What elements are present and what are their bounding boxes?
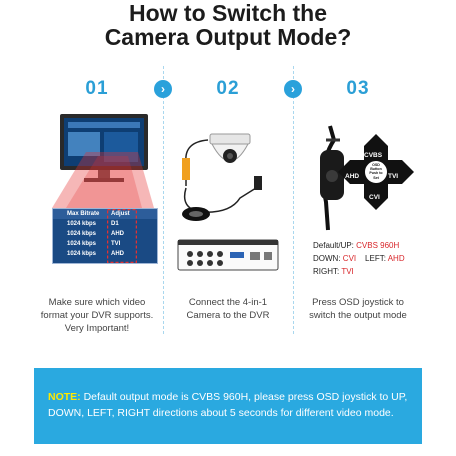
table-row: 1024 kbps TVI: [67, 241, 121, 247]
joystick-left-label: AHD: [345, 173, 360, 180]
step-number: 01: [85, 78, 109, 99]
mode-legend: Default/UP: CVBS 960H DOWN: CVI LEFT: AH…: [313, 241, 405, 276]
joystick-center-label: OSD Button Push to Set: [369, 163, 383, 180]
dome-camera-icon: [177, 133, 279, 271]
joystick-down-label: CVI: [369, 194, 380, 201]
step-number: 02: [216, 78, 240, 99]
page-title: How to Switch the: [128, 0, 328, 26]
dvr-recorder-icon: [177, 239, 279, 271]
step-3: 03 Press OSD joystick to switch the outp…: [298, 66, 418, 334]
column-divider: [293, 66, 294, 334]
step-description: Make sure which video format your DVR su…: [40, 297, 154, 334]
note-text: Default output mode is CVBS 960H, please…: [48, 391, 408, 419]
page-title-line2: Camera Output Mode?: [104, 24, 352, 50]
note-label: NOTE:: [48, 391, 81, 403]
table-row: 1024 kbps D1: [67, 221, 119, 227]
step-number: 03: [346, 78, 370, 99]
step-1: 01 Make sure which video format your DVR…: [37, 66, 157, 334]
step-2: 02 Connect the 4-in-1 Camera to the DVR: [168, 66, 288, 334]
column-divider: [163, 66, 164, 334]
chevron-right-icon: ›: [284, 80, 302, 98]
joystick-icon: [320, 125, 414, 231]
step-description: Press OSD joystick to switch the output …: [309, 297, 407, 321]
joystick-right-label: TVI: [388, 173, 399, 180]
dvr-settings-table: Max Bitrate Adjust 1024 kbps D1 1024 kbp…: [52, 208, 158, 264]
table-row: 1024 kbps AHD: [67, 251, 124, 257]
table-row: 1024 kbps AHD: [67, 231, 124, 237]
joystick-up-label: CVBS: [364, 152, 383, 159]
monitor-icon: [52, 114, 154, 208]
highlight-box: [107, 209, 137, 263]
table-header: Max Bitrate Adjust: [53, 209, 157, 219]
step-description: Connect the 4-in-1 Camera to the DVR: [186, 297, 270, 321]
chevron-right-icon: ›: [154, 80, 172, 98]
note-banner: NOTE: Default output mode is CVBS 960H, …: [34, 368, 422, 444]
